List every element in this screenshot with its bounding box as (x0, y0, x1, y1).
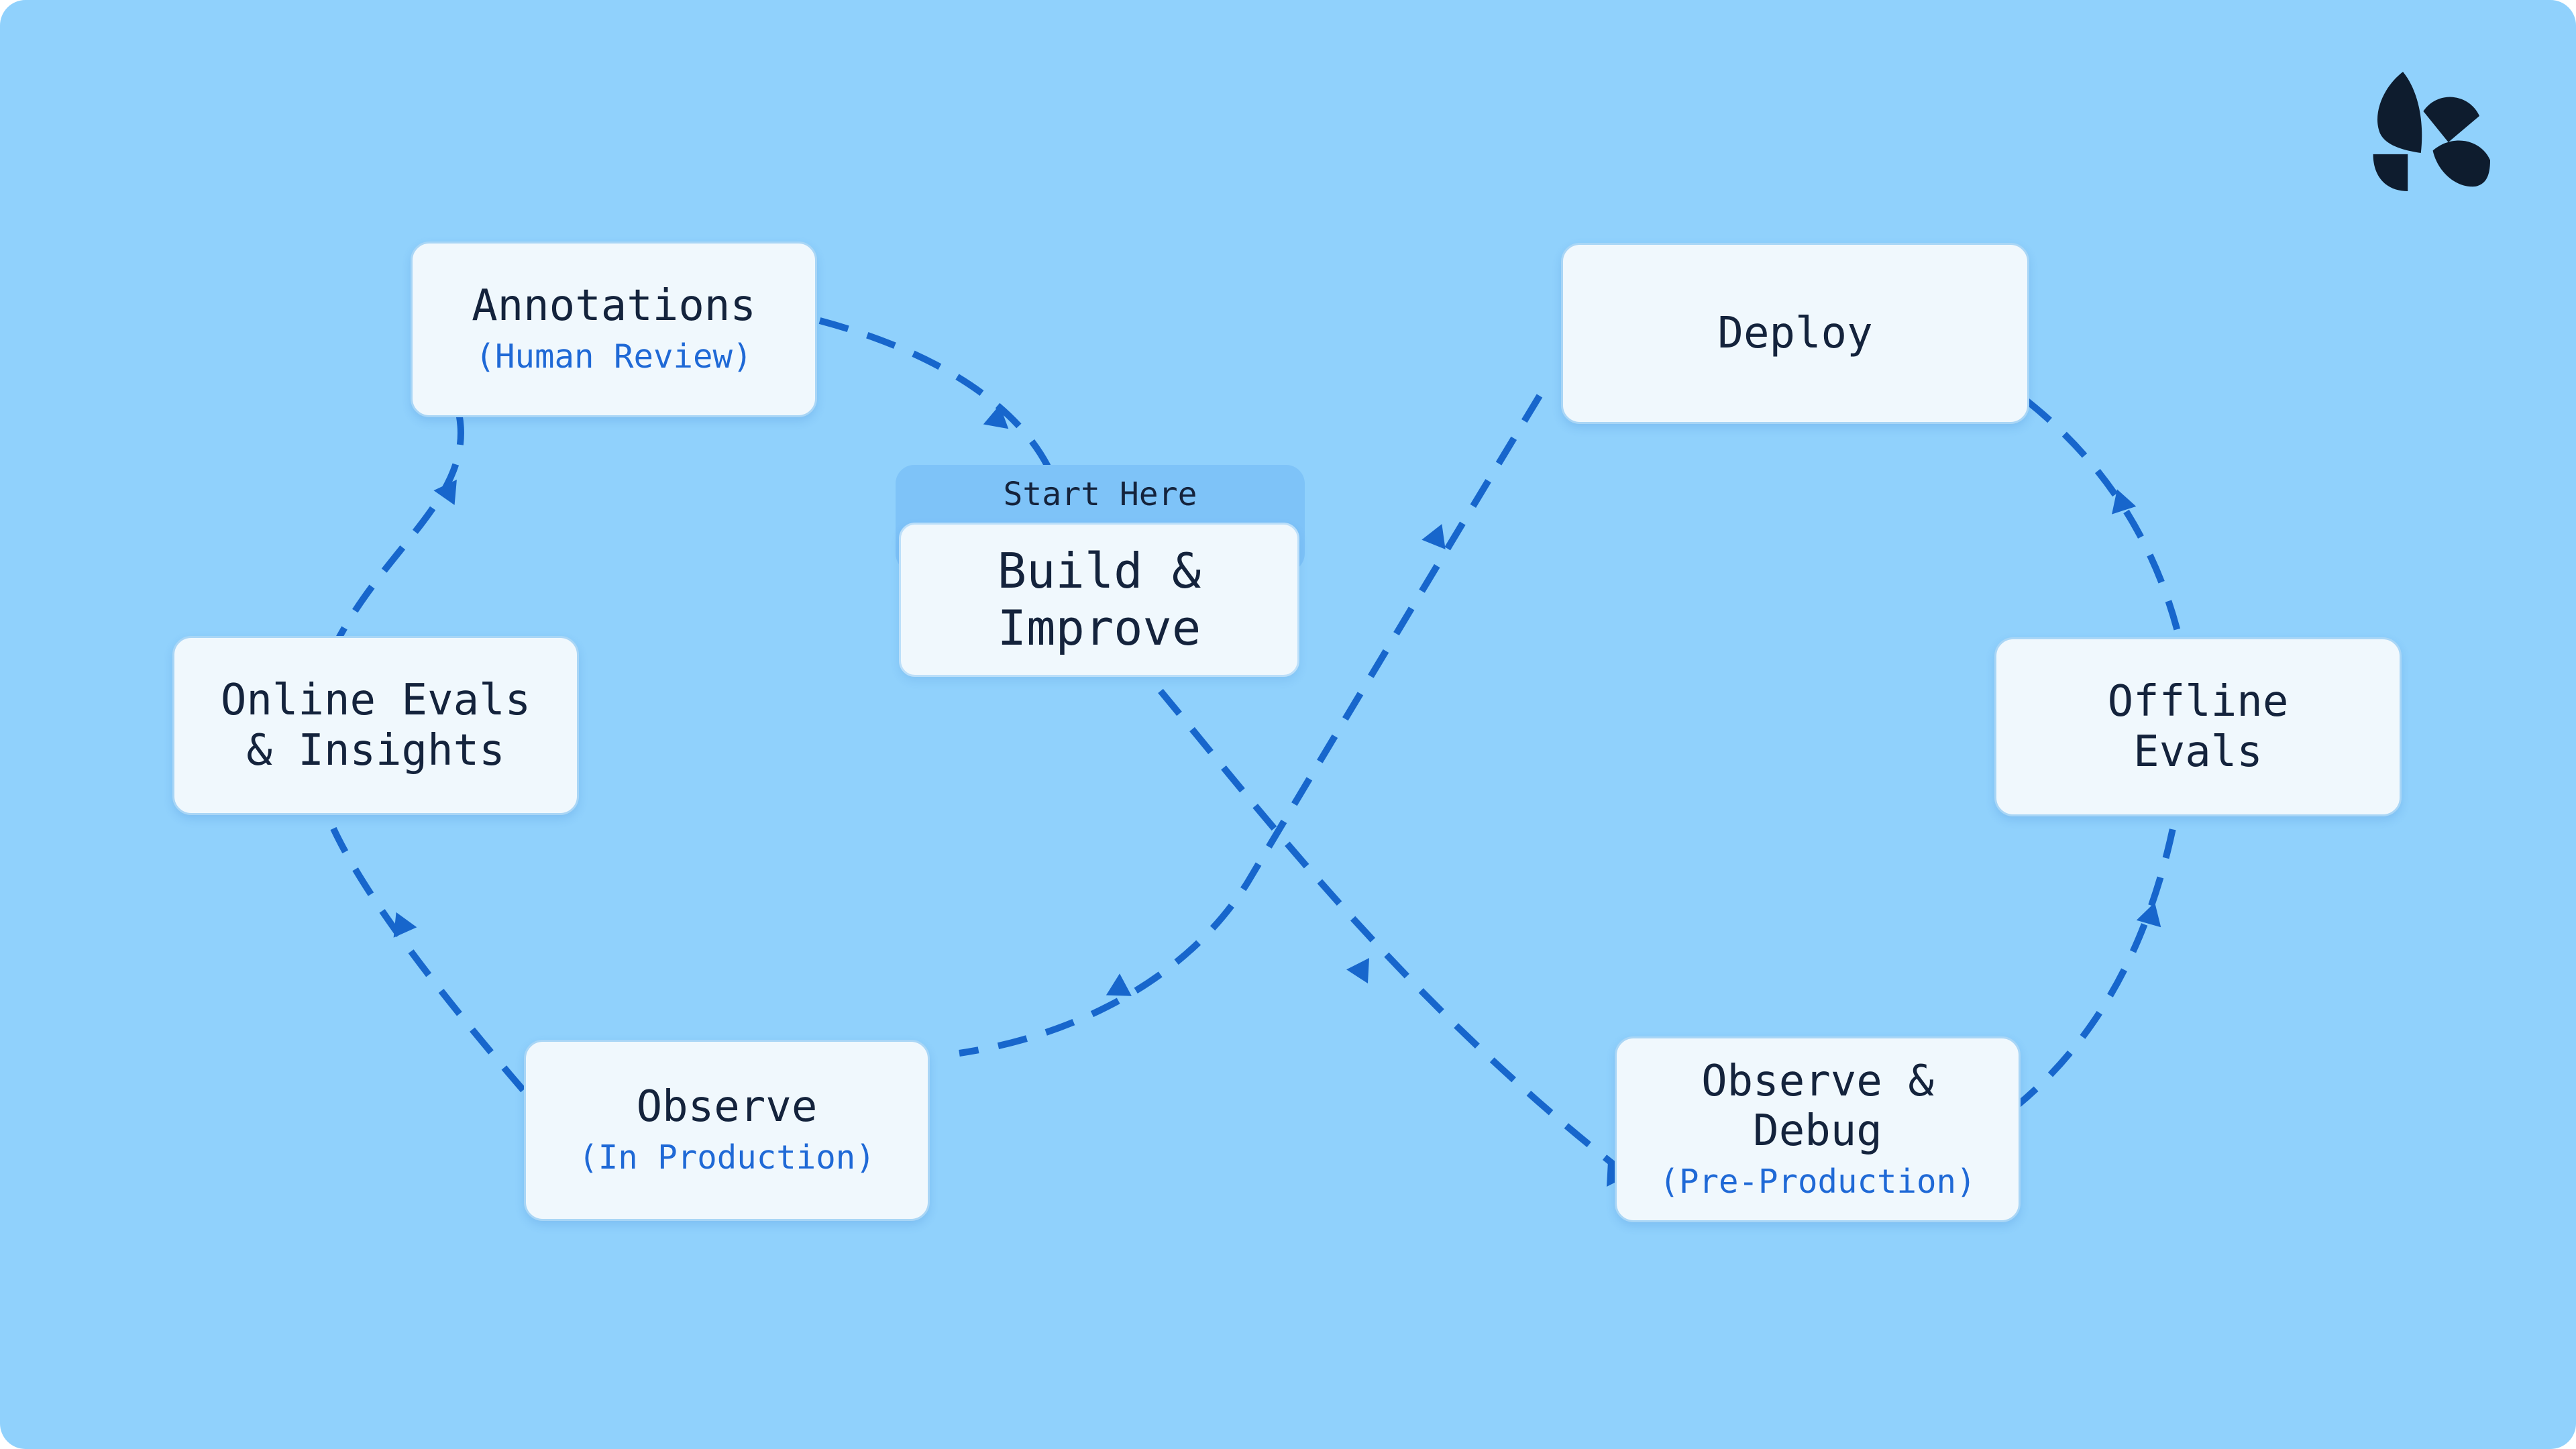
start-here-label: Start Here (1003, 476, 1197, 513)
online-evals-title-line2: & Insights (246, 725, 505, 775)
observe-debug-subtitle: (Pre-Production) (1659, 1163, 1976, 1201)
arrowhead-observe-to-online (393, 912, 417, 938)
logo-petal-northwest (2377, 72, 2422, 154)
online-evals-title-line1: Online Evals (220, 676, 531, 726)
node-deploy: Deploy (1561, 243, 2029, 424)
arrowhead-observe-debug-to-offline (2136, 902, 2161, 928)
logo-petal-northeast (2423, 97, 2479, 143)
pinwheel-leaf-logo-icon (2373, 72, 2490, 191)
observe-title: Observe (636, 1082, 818, 1132)
logo-petal-southwest (2373, 154, 2408, 191)
node-annotations: Annotations (Human Review) (411, 241, 817, 417)
arc-build-to-observe-debug (1158, 688, 1633, 1180)
arc-online-evals-to-annotations (327, 364, 464, 656)
arrowhead-online-to-annotations (433, 479, 457, 505)
observe-debug-title-line2: Debug (1753, 1106, 1882, 1156)
arc-offline-to-deploy (2025, 398, 2185, 649)
node-observe-production: Observe (In Production) (524, 1040, 930, 1221)
online-evals-title: Online Evals& Insights (221, 676, 531, 775)
build-improve-title: Build &Improve (998, 543, 1201, 657)
build-improve-title-line1: Build & (997, 543, 1201, 600)
arrowhead-deploy-line-lower (1106, 973, 1132, 996)
observe-subtitle: (In Production) (578, 1138, 875, 1177)
node-online-evals: Online Evals& Insights (172, 636, 579, 815)
annotations-title: Annotations (472, 281, 756, 331)
arc-deploy-to-observe (959, 394, 1543, 1057)
arrowhead-offline-deploy-arc (2112, 489, 2137, 515)
arc-observe-debug-to-offline (2011, 808, 2180, 1111)
observe-debug-title: Observe &Debug (1701, 1057, 1934, 1156)
arrowhead-deploy-line-upper (1421, 524, 1446, 549)
offline-evals-title-line2: Evals (2133, 727, 2263, 777)
logo-petal-southeast (2432, 140, 2490, 187)
arrowhead-build-line-mid (1346, 958, 1369, 983)
annotations-subtitle: (Human Review) (475, 337, 753, 376)
node-build-improve: Build &Improve (899, 523, 1299, 677)
node-observe-debug: Observe &Debug (Pre-Production) (1615, 1036, 2021, 1222)
deploy-title: Deploy (1717, 308, 1873, 358)
arc-annotations-to-build (818, 317, 1060, 488)
build-improve-title-line2: Improve (997, 600, 1201, 656)
arrowhead-annotations-to-build (983, 405, 1009, 429)
offline-evals-title-line1: Offline (2107, 677, 2289, 727)
arc-observe-to-online-evals (330, 826, 526, 1093)
observe-debug-title-line1: Observe & (1701, 1056, 1934, 1106)
